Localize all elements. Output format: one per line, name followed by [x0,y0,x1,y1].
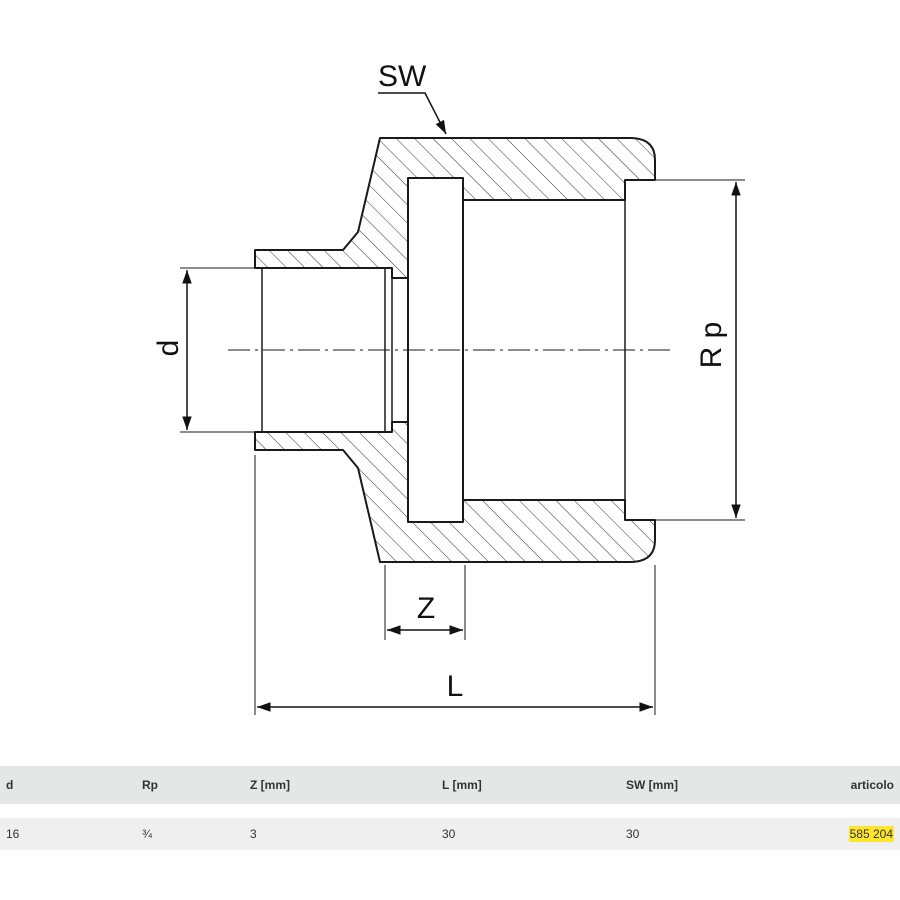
header-articolo: articolo [812,766,900,804]
l-label: L [447,670,464,703]
cell-articolo[interactable]: 585 204 [812,818,900,850]
rp-label: R p [695,322,728,369]
header-z: Z [mm] [244,766,436,804]
table-row: 16 ¾ 3 30 30 585 204 [0,818,900,850]
cell-rp: ¾ [136,818,244,850]
cell-sw: 30 [620,818,812,850]
cell-z: 3 [244,818,436,850]
fitting-cross-section-drawing: SW d R p Z L [152,60,745,715]
sw-leader [378,92,447,135]
spec-table: d Rp Z [mm] L [mm] SW [mm] articolo 16 ¾… [0,766,900,850]
fitting-body-top [254,137,656,279]
cell-l: 30 [436,818,620,850]
z-label: Z [417,592,435,625]
header-l: L [mm] [436,766,620,804]
cell-d: 16 [0,818,136,850]
sw-label: SW [378,60,427,93]
articolo-link[interactable]: 585 204 [848,826,894,842]
header-sw: SW [mm] [620,766,812,804]
header-rp: Rp [136,766,244,804]
header-d: d [0,766,136,804]
fitting-body-bottom [254,421,656,563]
d-label: d [152,340,185,357]
table-header-row: d Rp Z [mm] L [mm] SW [mm] articolo [0,766,900,804]
